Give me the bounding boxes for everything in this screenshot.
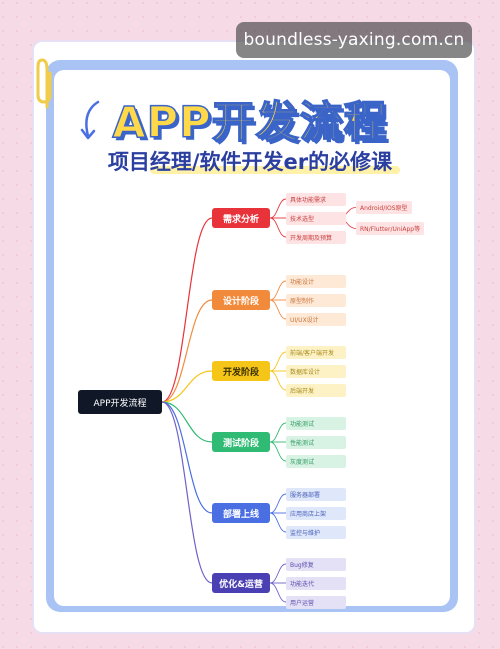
connector-line	[269, 512, 287, 533]
page-subtitle: 项目经理/软件开发er的必修课	[107, 150, 393, 174]
connector-line	[269, 563, 287, 584]
stage-node: 设计阶段	[212, 290, 270, 310]
stage-node: 需求分析	[212, 208, 270, 228]
sub-leaf-node: Android/IOS原型	[356, 201, 412, 214]
leaf-node: 功能设计	[286, 274, 346, 288]
connector-line	[269, 370, 287, 391]
leaf-node: 灰度测试	[286, 454, 346, 468]
curved-arrow-icon	[80, 100, 100, 140]
leaf-node: 功能迭代	[286, 576, 346, 590]
connector-line	[161, 401, 213, 514]
page-title: APP开发流程	[112, 97, 388, 149]
leaf-node: Bug修复	[286, 557, 346, 571]
leaf-node: 开发周期及预算	[286, 230, 346, 244]
stage-node: 测试阶段	[212, 432, 270, 452]
connector-line	[269, 582, 287, 603]
leaf-node: 后端开发	[286, 383, 346, 397]
paperclip-icon	[36, 58, 52, 109]
leaf-node: 数据库设计	[286, 364, 346, 378]
connector-line	[161, 299, 213, 403]
leaf-node: 技术选型	[286, 211, 346, 225]
connector-line	[269, 217, 287, 238]
leaf-node: 用户运营	[286, 595, 346, 609]
connector-line	[269, 280, 287, 301]
leaf-node: 前端/客户端开发	[286, 345, 346, 359]
connector-line	[269, 198, 287, 219]
connector-line	[269, 493, 287, 514]
connector-line	[161, 401, 213, 584]
connector-line	[269, 441, 287, 462]
stage-node: 部署上线	[212, 503, 270, 523]
connector-line	[269, 351, 287, 372]
leaf-node: 功能测试	[286, 416, 346, 430]
leaf-node: 服务器部署	[286, 487, 346, 501]
leaf-node: 性能测试	[286, 435, 346, 449]
watermark: boundless-yaxing.com.cn	[236, 22, 472, 58]
stage-node: 优化&运营	[212, 573, 270, 593]
connector-line	[161, 370, 213, 403]
connector-line	[161, 401, 213, 443]
leaf-node: UI/UX设计	[286, 312, 346, 326]
connector-line	[269, 299, 287, 320]
leaf-node: 原型制作	[286, 293, 346, 307]
mindmap-root: APP开发流程	[78, 390, 162, 414]
leaf-node: 监控与维护	[286, 525, 346, 539]
subtitle-highlight	[150, 166, 400, 174]
stage-node: 开发阶段	[212, 361, 270, 381]
sub-leaf-node: RN/Flutter/UniApp等	[356, 222, 425, 235]
connector-line	[269, 422, 287, 443]
leaf-node: 具体功能需求	[286, 192, 346, 206]
connector-line	[161, 217, 213, 403]
leaf-node: 应用商店上架	[286, 506, 346, 520]
